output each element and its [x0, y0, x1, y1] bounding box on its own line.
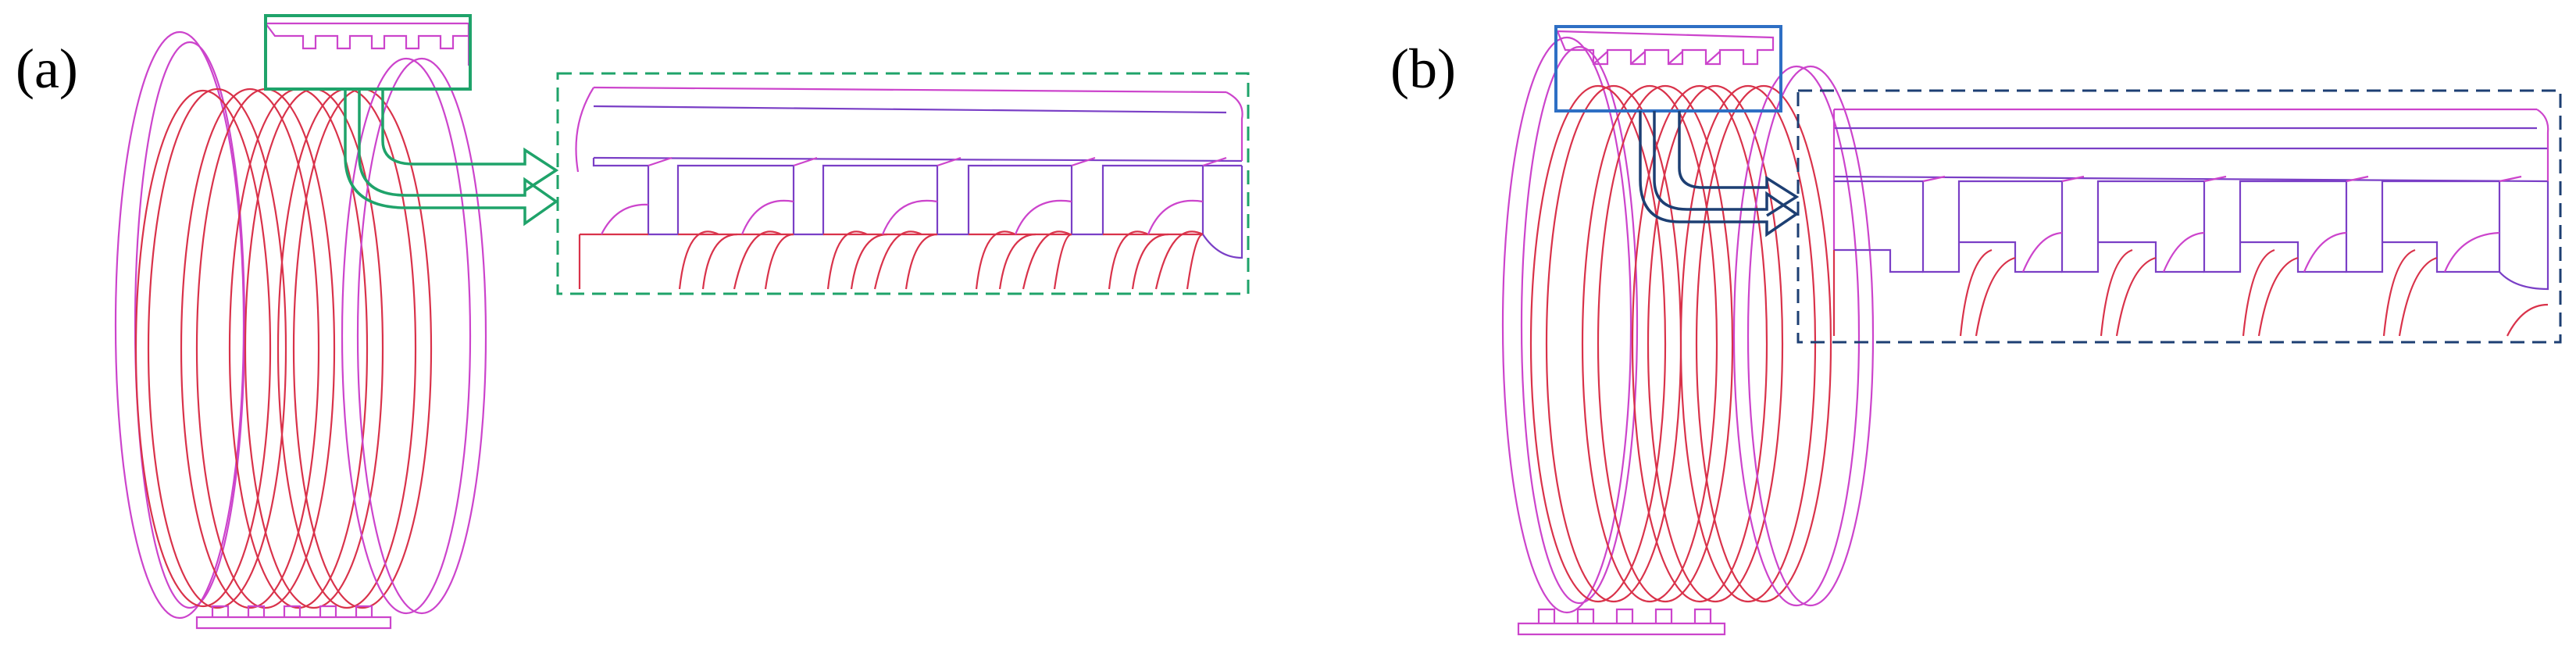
panel-b-highlight-box — [1554, 25, 1782, 112]
panel-b-zoom-detail — [1832, 108, 2549, 337]
panel-a-callout-arrow — [344, 89, 559, 227]
panel-a-ring-drawing — [114, 22, 487, 630]
panel-b: (b) — [1390, 25, 2562, 636]
panel-b-zoom-box — [1796, 89, 2562, 344]
panel-a: (a) — [16, 14, 1250, 630]
panel-a-highlight-box — [264, 14, 472, 91]
panel-a-label: (a) — [16, 38, 78, 100]
panel-b-ring-drawing — [1501, 30, 1875, 636]
panel-b-callout-arrow — [1639, 111, 1800, 238]
panel-a-zoom-detail — [575, 86, 1243, 290]
panel-a-zoom-box — [556, 72, 1250, 295]
panel-b-label: (b) — [1390, 38, 1456, 100]
